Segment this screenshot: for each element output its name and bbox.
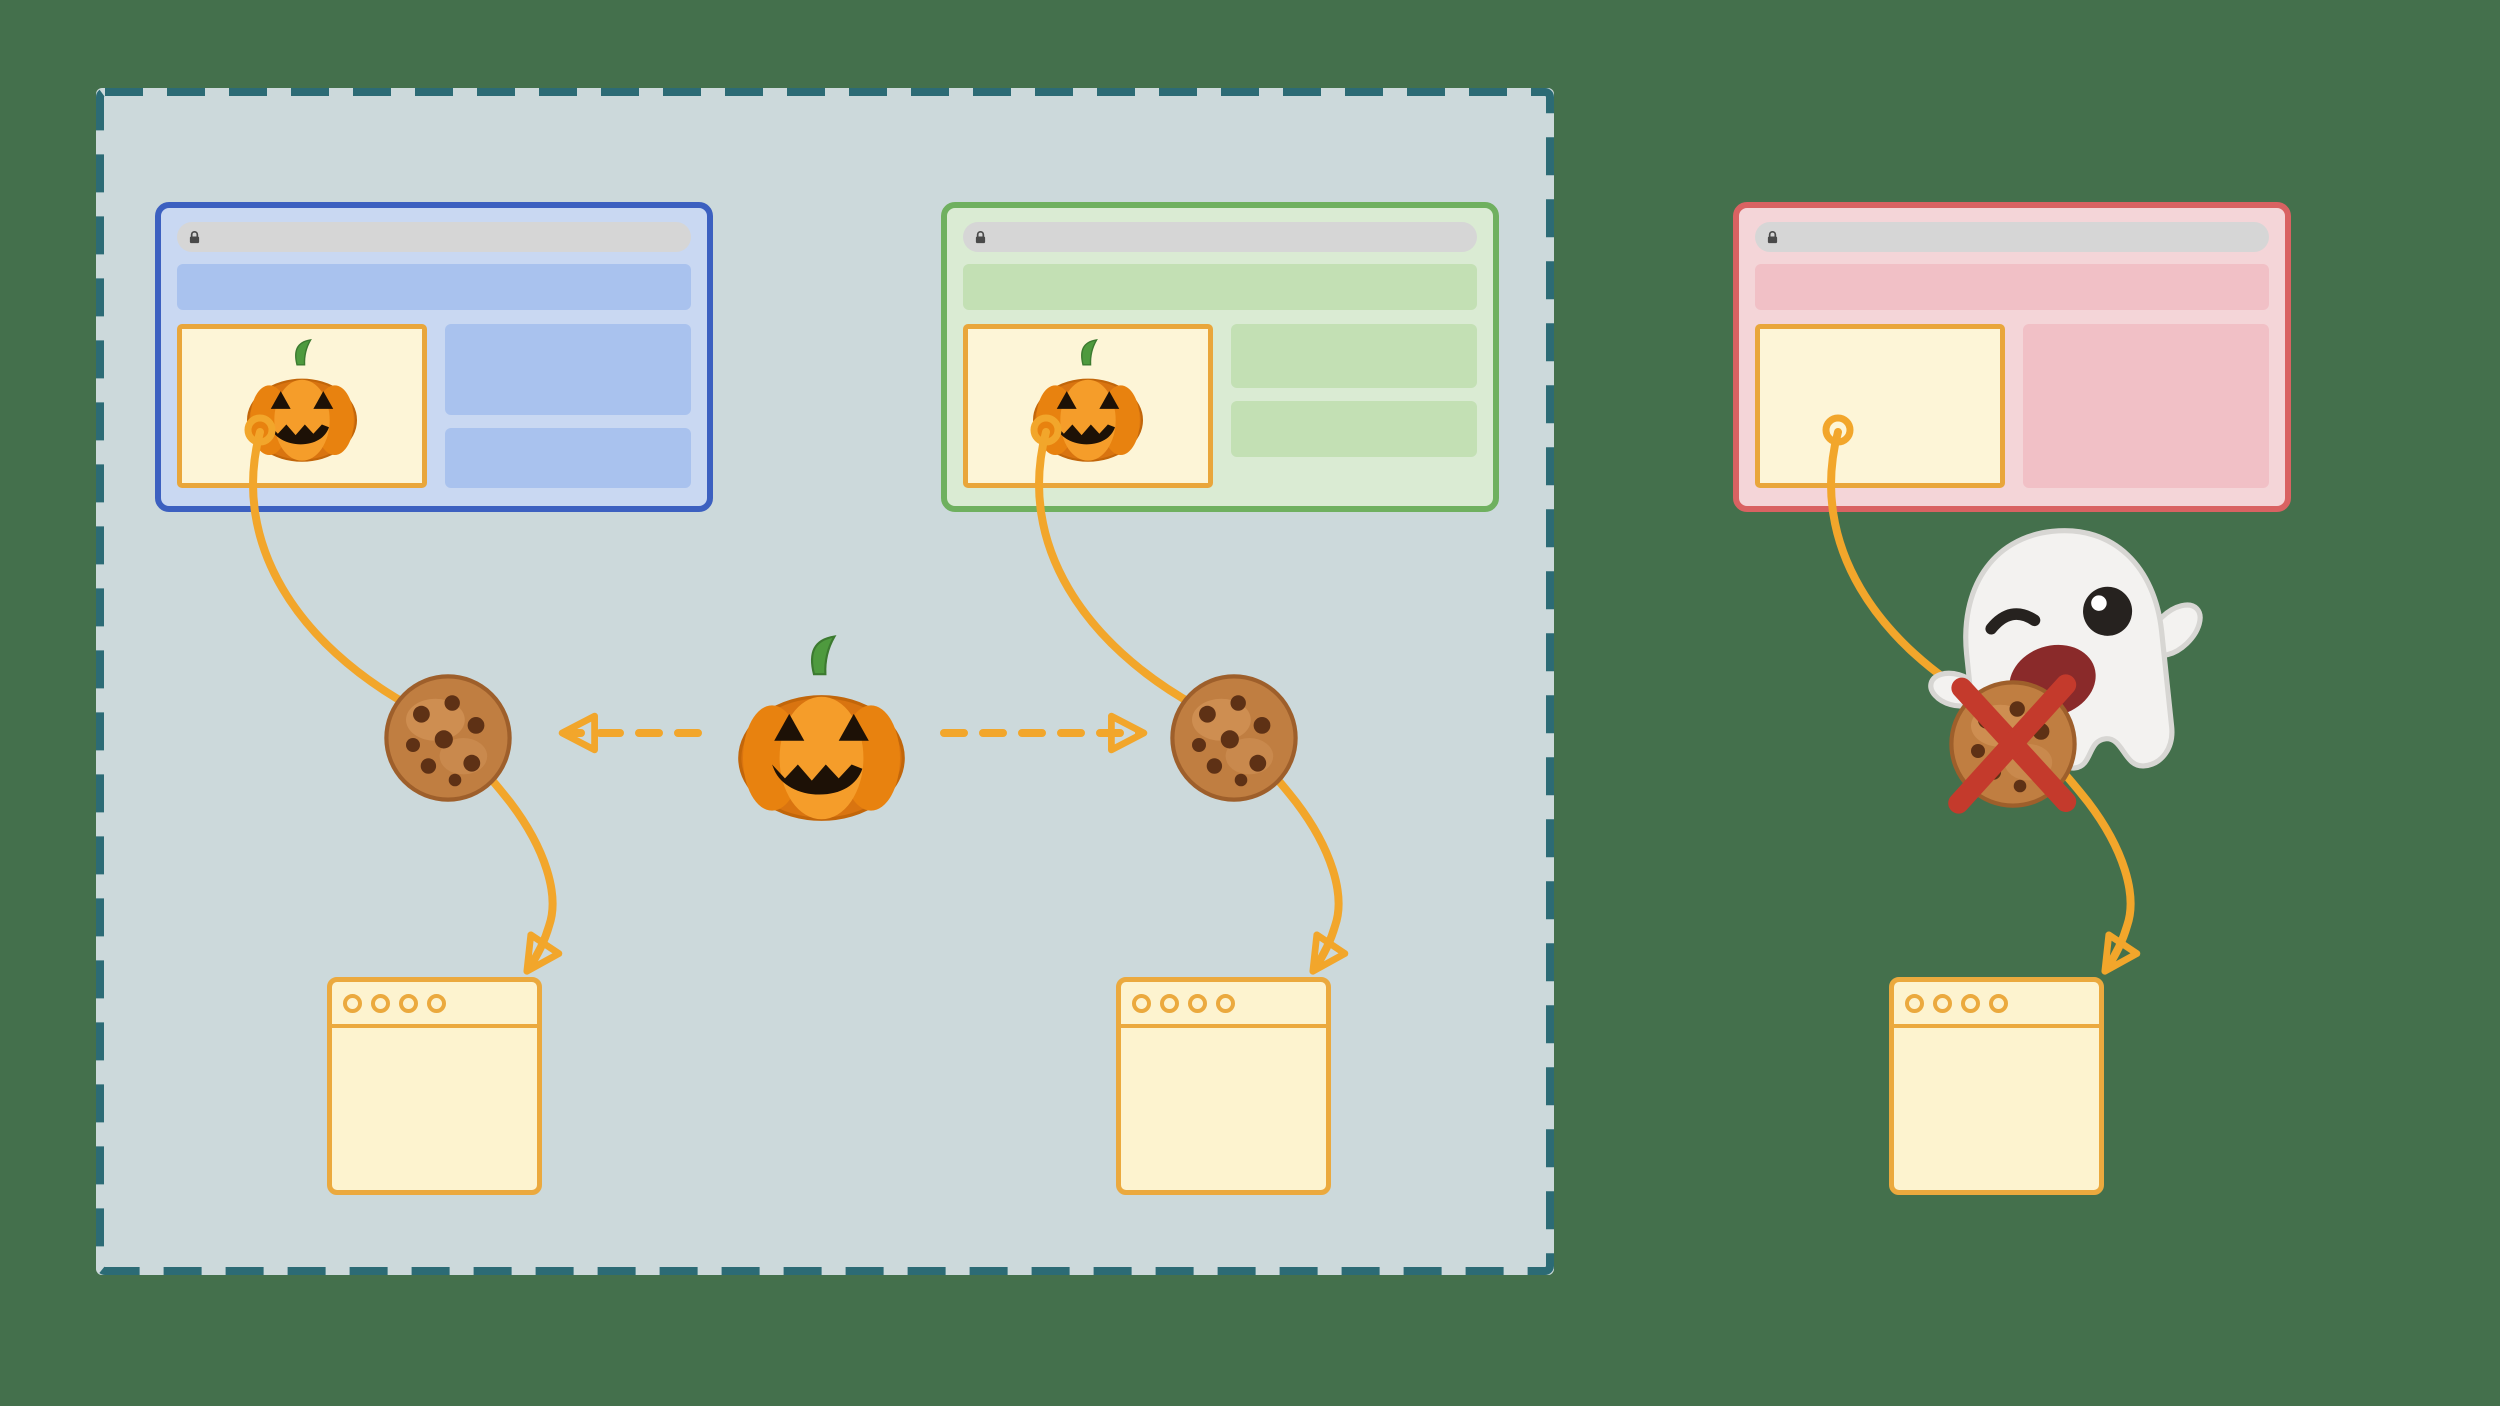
storage-dot	[1160, 993, 1179, 1013]
content-block	[445, 324, 691, 415]
cookie-storage-blue	[327, 977, 542, 1195]
address-bar	[963, 222, 1477, 252]
browser-window-green-site	[941, 202, 1499, 512]
embedded-third-party-iframe	[177, 324, 427, 488]
storage-dot	[1989, 993, 2008, 1013]
cookie-icon	[378, 668, 518, 808]
cookie-storage-green	[1116, 977, 1331, 1195]
storage-header	[1894, 982, 2099, 1028]
page-content-row	[1755, 324, 2269, 488]
storage-dot	[427, 993, 446, 1013]
lock-icon	[1767, 230, 1778, 243]
browser-window-blue-site	[155, 202, 713, 512]
page-content-row	[177, 324, 691, 488]
ghost-wink-eye	[1985, 608, 2041, 635]
page-header-bar	[177, 264, 691, 310]
cookie-storage-red	[1889, 977, 2104, 1195]
address-bar	[1755, 222, 2269, 252]
storage-header	[332, 982, 537, 1028]
page-content-column	[445, 324, 691, 488]
red-x-icon	[1948, 674, 2077, 814]
page-content-column	[1231, 324, 1477, 488]
page-content-column	[2023, 324, 2269, 488]
page-content-row	[963, 324, 1477, 488]
storage-dot	[1216, 993, 1235, 1013]
pumpkin-icon	[714, 629, 929, 844]
content-block	[445, 427, 691, 488]
content-block	[1231, 324, 1477, 388]
storage-dot	[1132, 993, 1151, 1013]
storage-dot	[1188, 993, 1207, 1013]
storage-dot	[1961, 993, 1980, 1013]
pumpkin-icon	[1017, 335, 1159, 477]
storage-dot	[1905, 993, 1924, 1013]
page-header-bar	[1755, 264, 2269, 310]
content-block	[1231, 401, 1477, 457]
embedded-third-party-iframe-empty	[1755, 324, 2005, 488]
lock-icon	[189, 230, 200, 243]
storage-dot	[399, 993, 418, 1013]
storage-dot	[371, 993, 390, 1013]
pumpkin-icon	[231, 335, 373, 477]
storage-dot	[343, 993, 362, 1013]
page-header-bar	[963, 264, 1477, 310]
embedded-third-party-iframe	[963, 324, 1213, 488]
content-block	[2023, 324, 2269, 488]
lock-icon	[975, 230, 986, 243]
browser-window-red-site	[1733, 202, 2291, 512]
cookie-icon	[1164, 668, 1304, 808]
address-bar	[177, 222, 691, 252]
storage-dot	[1933, 993, 1952, 1013]
storage-header	[1121, 982, 1326, 1028]
